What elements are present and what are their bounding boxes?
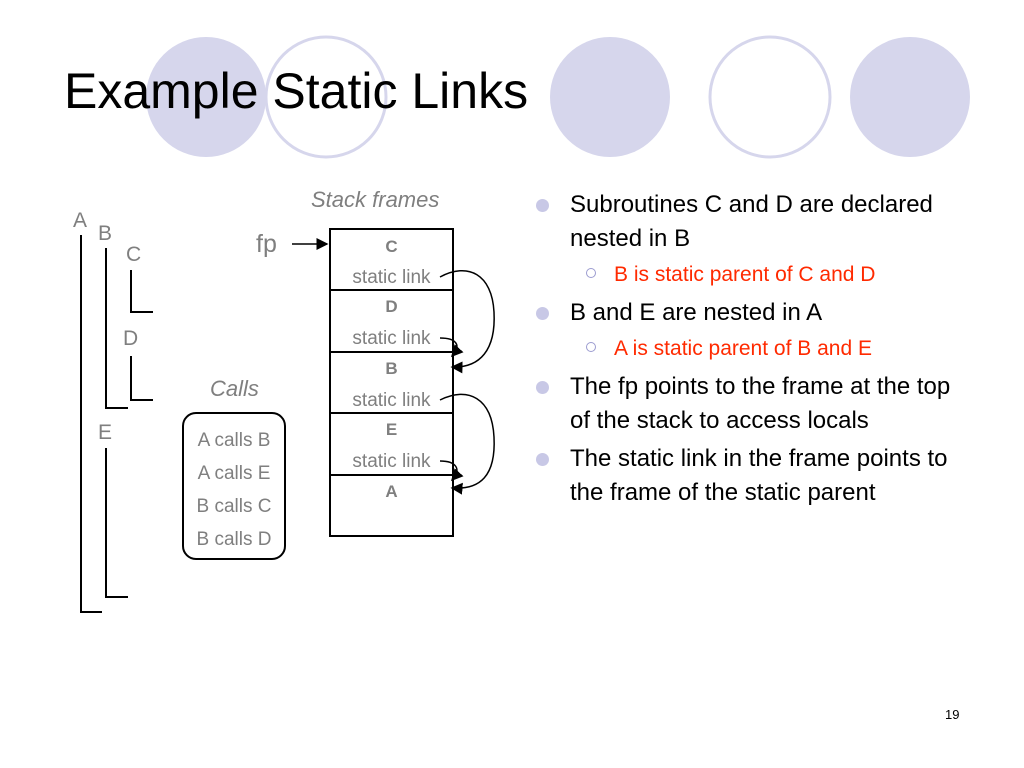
scope-label-c: C [126, 243, 142, 266]
frame-divider [331, 289, 452, 291]
scope-label-e: E [98, 421, 113, 444]
frame-divider [331, 474, 452, 476]
static-link-arrow-c [439, 270, 495, 374]
frame-static-link-c: static link [352, 267, 431, 288]
bullet-dot-icon [536, 381, 549, 394]
scope-label-b: B [98, 222, 113, 245]
decor-circle-filled [850, 37, 970, 157]
bullet-text: The fp points to the frame at the top of… [570, 373, 951, 434]
static-link-arrow-e [439, 460, 464, 482]
bullet-text: Subroutines C and D are declared nested … [570, 191, 933, 252]
bullet-dot-icon [536, 453, 549, 466]
stack-frames: C static link D static link B static lin… [329, 228, 454, 537]
decor-circle-filled [550, 37, 670, 157]
sub-bullet-ring-icon [586, 268, 596, 278]
call-item: B calls D [196, 529, 272, 550]
bullet-text: B and E are nested in A [570, 299, 823, 326]
fp-label: fp [256, 230, 277, 258]
frame-name-b: B [385, 359, 398, 378]
scope-bracket-a [80, 235, 102, 613]
frame-static-link-d: static link [352, 328, 431, 349]
scope-label-d: D [123, 327, 139, 350]
scope-label-a: A [73, 209, 88, 232]
frame-static-link-e: static link [352, 451, 431, 472]
call-item: A calls B [197, 430, 271, 451]
frame-name-c: C [385, 237, 398, 256]
decor-circle-filled [146, 37, 266, 157]
sub-bullet-item: A is static parent of B and E [534, 334, 974, 364]
bullet-item: B and E are nested in A [534, 296, 974, 330]
sub-bullet-ring-icon [586, 342, 596, 352]
static-link-arrow-b [439, 393, 495, 495]
decor-circle-outline [708, 35, 832, 159]
bullet-dot-icon [536, 199, 549, 212]
bullet-item: Subroutines C and D are declared nested … [534, 188, 974, 256]
frame-name-d: D [385, 297, 398, 316]
scope-bracket-c [130, 270, 153, 313]
scope-bracket-b [105, 248, 128, 409]
stack-frames-caption: Stack frames [311, 187, 440, 212]
bullet-item: The fp points to the frame at the top of… [534, 370, 974, 438]
static-link-arrow-d [439, 337, 464, 358]
page-number: 19 [945, 707, 960, 722]
decor-circle-outline [264, 35, 388, 159]
frame-static-link-b: static link [352, 390, 431, 411]
frame-name-e: E [385, 420, 398, 439]
call-item: A calls E [197, 463, 271, 484]
bullet-text: The static link in the frame points to t… [570, 445, 948, 506]
scope-bracket-e [105, 448, 128, 598]
sub-bullet-item: B is static parent of C and D [534, 260, 974, 290]
frame-divider [331, 351, 452, 353]
bullet-item: The static link in the frame points to t… [534, 442, 974, 510]
calls-caption: Calls [210, 376, 259, 401]
call-item: B calls C [196, 496, 272, 517]
bullet-dot-icon [536, 307, 549, 320]
header-decoration [146, 35, 970, 159]
frame-divider [331, 412, 452, 414]
sub-bullet-text: A is static parent of B and E [614, 337, 872, 360]
scope-bracket-d [130, 356, 153, 401]
slide-title: Example Static Links [64, 63, 529, 119]
frame-name-a: A [385, 482, 398, 501]
bullet-list: Subroutines C and D are declared nested … [534, 188, 974, 514]
calls-box: A calls B A calls E B calls C B calls D [182, 412, 286, 560]
sub-bullet-text: B is static parent of C and D [614, 263, 876, 286]
